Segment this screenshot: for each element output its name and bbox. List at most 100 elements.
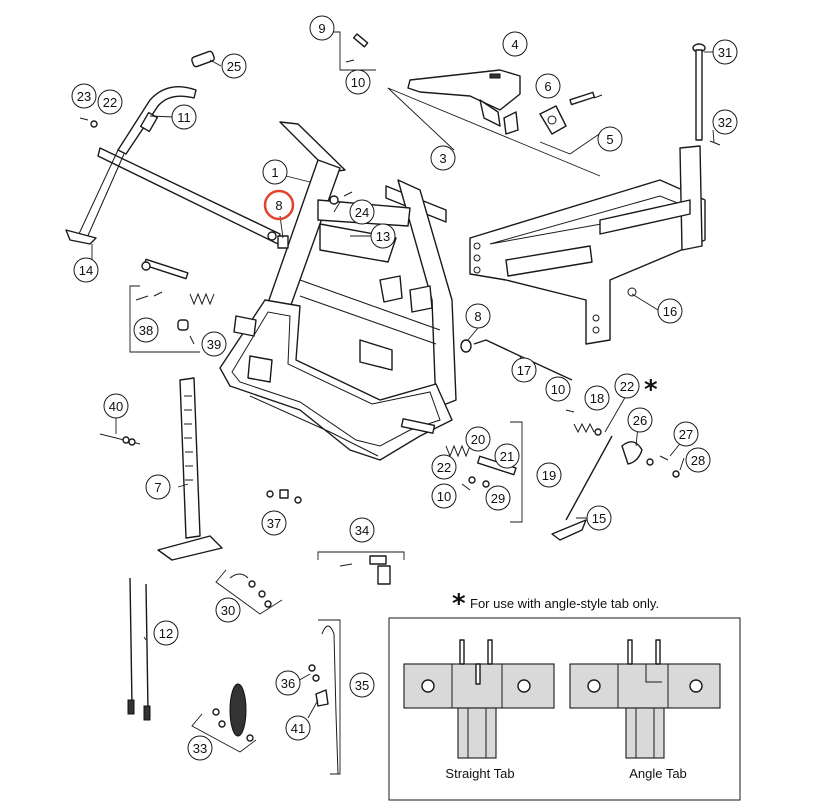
svg-text:16: 16 bbox=[663, 304, 677, 319]
callout-bubbles: 1 3 4 5 6 7 8 8 9 10 10 10 11 12 13 14 1… bbox=[71, 15, 738, 761]
part-34-hardware bbox=[339, 555, 391, 585]
part-9-pin bbox=[345, 33, 369, 63]
svg-text:4: 4 bbox=[511, 37, 518, 52]
callout-31: 31 bbox=[712, 39, 738, 65]
svg-text:17: 17 bbox=[517, 363, 531, 378]
callout-6: 6 bbox=[535, 73, 561, 99]
callout-28: 28 bbox=[685, 447, 711, 473]
callout-8-right: 8 bbox=[465, 303, 491, 329]
svg-text:35: 35 bbox=[355, 678, 369, 693]
callout-23: 23 bbox=[71, 83, 97, 109]
callout-17: 17 bbox=[511, 357, 537, 383]
svg-text:38: 38 bbox=[139, 323, 153, 338]
callout-10-right: 10 bbox=[545, 376, 571, 402]
svg-text:19: 19 bbox=[542, 468, 556, 483]
straight-tab-illustration bbox=[403, 639, 555, 759]
svg-text:32: 32 bbox=[718, 115, 732, 130]
svg-text:9: 9 bbox=[318, 21, 325, 36]
callout-27: 27 bbox=[673, 421, 699, 447]
callout-14: 14 bbox=[73, 257, 99, 283]
callout-22-lower: 22 bbox=[431, 454, 457, 480]
callout-32: 32 bbox=[712, 109, 738, 135]
callout-19: 19 bbox=[536, 462, 562, 488]
callout-33: 33 bbox=[187, 735, 213, 761]
svg-text:25: 25 bbox=[227, 59, 241, 74]
svg-text:7: 7 bbox=[154, 480, 161, 495]
callout-40: 40 bbox=[103, 393, 129, 419]
svg-text:12: 12 bbox=[159, 626, 173, 641]
part-26-handle bbox=[621, 441, 680, 478]
svg-text:*: * bbox=[452, 589, 466, 619]
svg-text:14: 14 bbox=[79, 263, 93, 278]
svg-text:28: 28 bbox=[691, 453, 705, 468]
callout-36: 36 bbox=[275, 670, 301, 696]
callout-8-highlighted: 8 bbox=[263, 189, 295, 221]
svg-text:13: 13 bbox=[376, 229, 390, 244]
svg-text:29: 29 bbox=[491, 491, 505, 506]
part-5-plate bbox=[539, 91, 603, 135]
svg-text:20: 20 bbox=[471, 432, 485, 447]
part-35-cable bbox=[315, 625, 339, 775]
svg-text:6: 6 bbox=[544, 79, 551, 94]
svg-text:8: 8 bbox=[474, 309, 481, 324]
svg-text:10: 10 bbox=[551, 382, 565, 397]
svg-text:23: 23 bbox=[77, 89, 91, 104]
part-33-spring bbox=[212, 683, 254, 742]
part-11-lever bbox=[117, 86, 197, 155]
part-14-rod bbox=[65, 147, 289, 249]
callout-35: 35 bbox=[349, 672, 375, 698]
callout-39: 39 bbox=[201, 331, 227, 357]
callout-12: 12 bbox=[153, 620, 179, 646]
part-22-washer bbox=[90, 120, 98, 128]
callout-24: 24 bbox=[349, 199, 375, 225]
callout-20: 20 bbox=[465, 426, 491, 452]
callout-18: 18 bbox=[584, 385, 610, 411]
svg-text:22: 22 bbox=[620, 379, 634, 394]
svg-text:8: 8 bbox=[275, 198, 282, 213]
part-17-rod bbox=[473, 339, 573, 381]
part-20-spring bbox=[445, 444, 471, 458]
part-7-post bbox=[157, 377, 223, 561]
part-15-lever bbox=[551, 435, 613, 541]
svg-text:34: 34 bbox=[355, 523, 369, 538]
callout-29: 29 bbox=[485, 485, 511, 511]
part-36-hardware bbox=[308, 664, 320, 682]
callout-26: 26 bbox=[627, 407, 653, 433]
part-32-clip bbox=[709, 140, 721, 146]
part-10-screw-right bbox=[565, 409, 575, 413]
svg-text:15: 15 bbox=[592, 511, 606, 526]
part-16-mount-frame bbox=[469, 145, 706, 345]
svg-text:27: 27 bbox=[679, 427, 693, 442]
svg-text:1: 1 bbox=[271, 165, 278, 180]
svg-text:39: 39 bbox=[207, 337, 221, 352]
part-8-washer-right bbox=[460, 339, 472, 353]
svg-text:26: 26 bbox=[633, 413, 647, 428]
a-frame-assembly bbox=[219, 121, 457, 461]
callout-37: 37 bbox=[261, 510, 287, 536]
part-29-hardware bbox=[461, 476, 490, 491]
tab-style-inset: Straight Tab Angle Tab bbox=[388, 617, 741, 801]
svg-text:21: 21 bbox=[500, 449, 514, 464]
svg-text:For use with angle-style tab o: For use with angle-style tab only. bbox=[470, 596, 659, 611]
callout-22-right: 22 bbox=[614, 373, 640, 399]
callout-22-left: 22 bbox=[97, 89, 123, 115]
svg-text:10: 10 bbox=[437, 489, 451, 504]
svg-text:37: 37 bbox=[267, 516, 281, 531]
part-4-bracket bbox=[407, 69, 521, 135]
svg-text:30: 30 bbox=[221, 603, 235, 618]
svg-text:22: 22 bbox=[437, 460, 451, 475]
callout-3: 3 bbox=[430, 145, 456, 171]
part-38-spring-pin bbox=[135, 258, 215, 345]
part-24-hardware bbox=[329, 191, 353, 205]
callout-4: 4 bbox=[502, 31, 528, 57]
callout-1: 1 bbox=[262, 159, 288, 185]
callout-38: 38 bbox=[133, 317, 159, 343]
part-23-screw bbox=[79, 117, 89, 121]
callout-34: 34 bbox=[349, 517, 375, 543]
svg-text:40: 40 bbox=[109, 399, 123, 414]
callout-30: 30 bbox=[215, 597, 241, 623]
callout-13: 13 bbox=[370, 223, 396, 249]
svg-text:11: 11 bbox=[177, 110, 191, 125]
straight-tab-caption: Straight Tab bbox=[445, 766, 514, 781]
